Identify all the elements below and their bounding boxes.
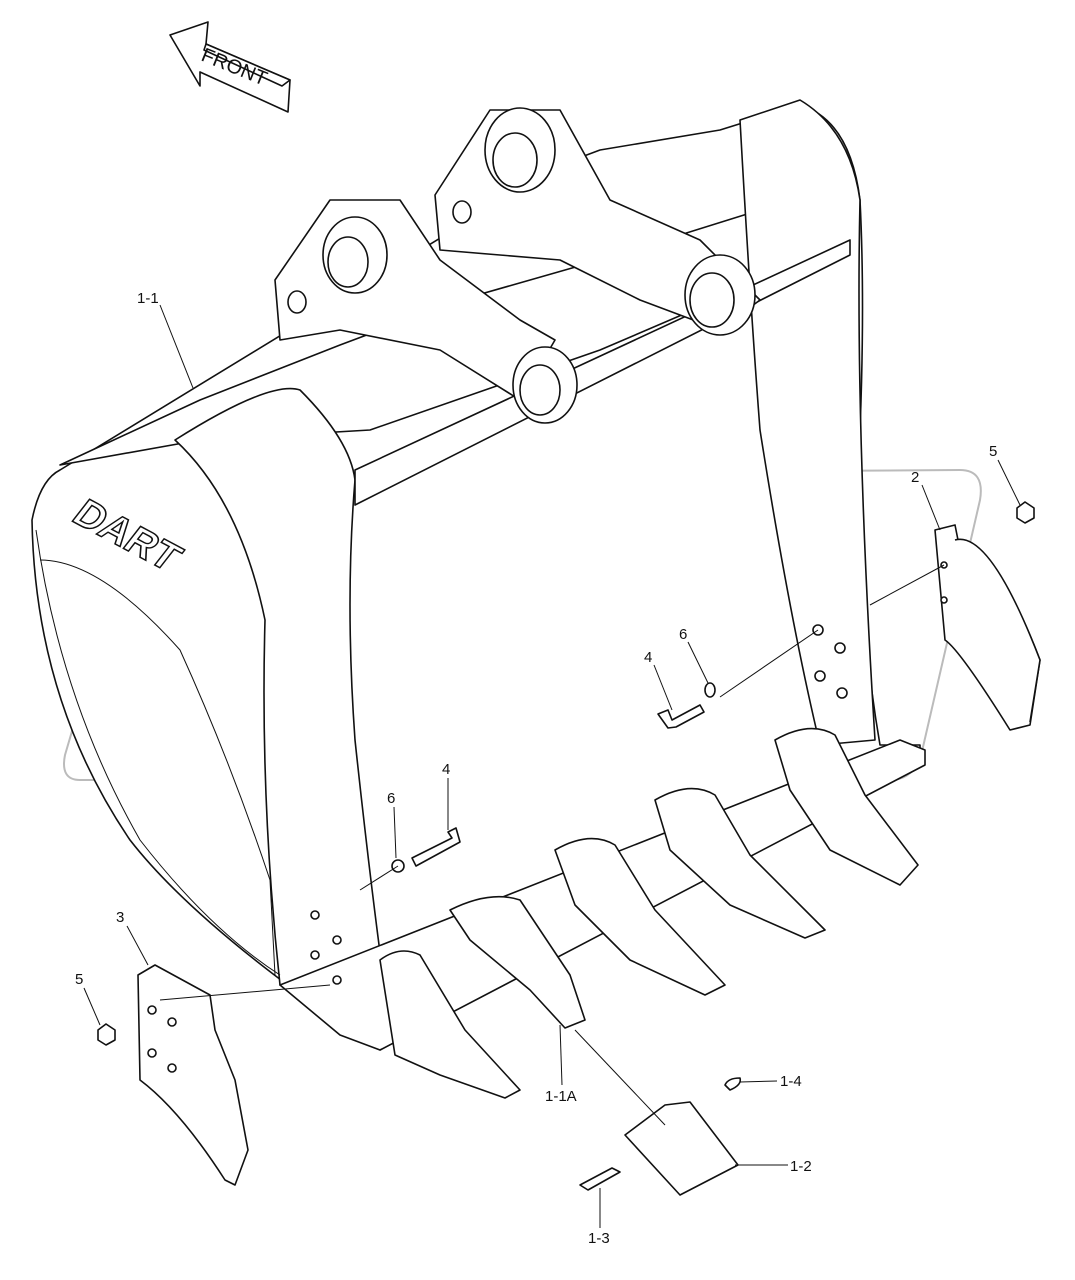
tooth: [774, 727, 919, 886]
callout-6: 6: [679, 626, 687, 643]
callout-2: 2: [911, 469, 919, 486]
bolt-holes: [310, 624, 848, 985]
callout-1-3: 1-3: [588, 1230, 610, 1247]
front-arrow: FRONT: [169, 21, 291, 113]
callout-5: 5: [75, 971, 83, 988]
callouts: 1-1 2 5 6 4 6 4 3 5 1-1A 1-4 1-2 1-3: [75, 290, 997, 1247]
bucket-teeth: [379, 727, 919, 1099]
tooth: [654, 787, 826, 939]
nut: [1016, 501, 1035, 524]
callout-1-2: 1-2: [790, 1158, 812, 1175]
leader-lines: [83, 304, 1021, 1228]
washer: [704, 682, 716, 698]
callout-6: 6: [387, 790, 395, 807]
tooth-point: [624, 1101, 739, 1196]
nut: [97, 1023, 116, 1046]
callout-1-1: 1-1: [137, 290, 159, 307]
callout-4: 4: [442, 761, 450, 778]
callout-3: 3: [116, 909, 124, 926]
tooth: [379, 950, 521, 1099]
tooth-adapter: [449, 895, 586, 1029]
side-cutter-right: [934, 524, 1041, 731]
bolt: [411, 827, 461, 867]
callout-5: 5: [989, 443, 997, 460]
side-cutter-left: [137, 964, 249, 1186]
callout-1-1A: 1-1A: [545, 1088, 577, 1105]
lock: [579, 1167, 621, 1191]
bolt: [657, 704, 705, 729]
tooth: [554, 837, 726, 996]
callout-4: 4: [644, 649, 652, 666]
pin: [724, 1077, 742, 1091]
callout-1-4: 1-4: [780, 1073, 802, 1090]
